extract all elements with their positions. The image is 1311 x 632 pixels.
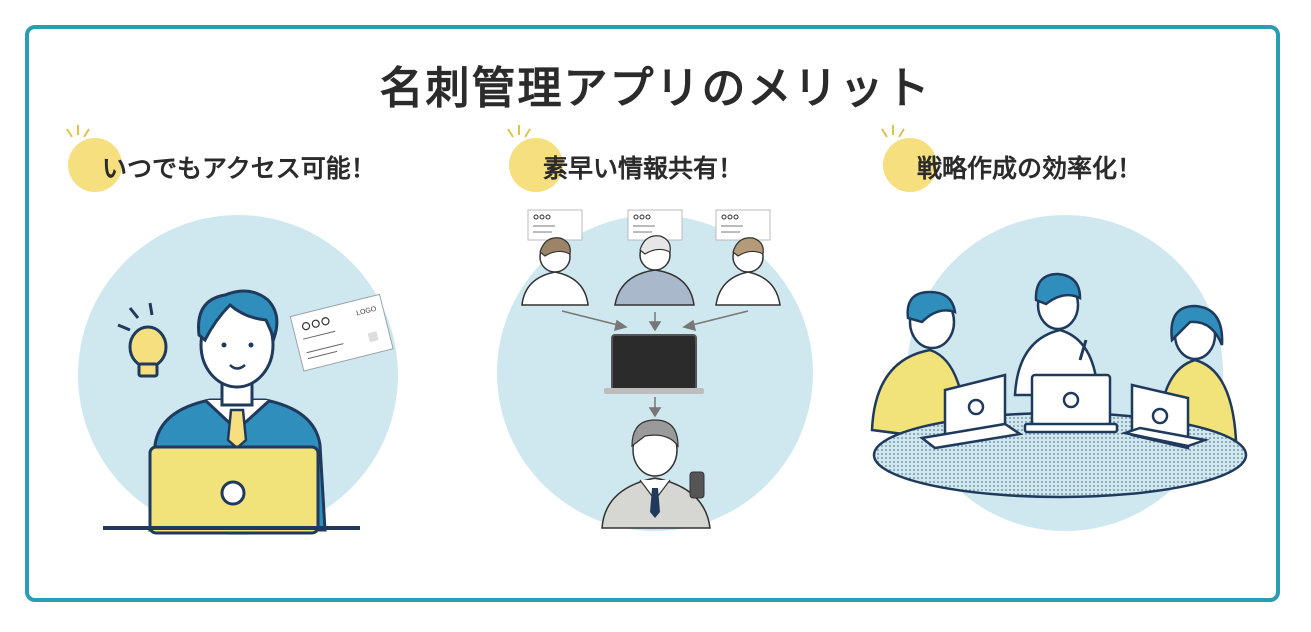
sparkle-icon — [507, 125, 531, 138]
business-card: LOGO — [289, 293, 394, 372]
benefit-heading-strategy: 戦略作成の効率化！ — [881, 125, 1142, 192]
colleague-figure — [614, 235, 695, 306]
flow-arrows — [561, 310, 749, 418]
colleague-figure — [521, 237, 589, 306]
laptop-icon — [1023, 373, 1119, 434]
person-with-phone — [601, 419, 711, 529]
benefit-heading-sharing: 素早い情報共有！ — [507, 125, 743, 192]
colleague-figure — [870, 290, 967, 442]
illustration-strategy — [870, 215, 1248, 531]
business-card — [715, 209, 771, 241]
laptop-icon — [604, 334, 704, 394]
sparkle-icon — [881, 125, 905, 138]
sparkle-icon — [66, 125, 90, 138]
illustration-access: LOGO — [78, 215, 398, 535]
highlight-dot — [509, 138, 563, 192]
laptop-icon — [918, 373, 1024, 450]
highlight-dot — [883, 138, 937, 192]
illustration-sharing — [497, 209, 813, 531]
laptop-icon — [103, 445, 360, 535]
benefit-heading-access: いつでもアクセス可能！ — [66, 125, 376, 192]
page-title: 名刺管理アプリのメリット — [379, 63, 932, 114]
colleague-figure — [715, 237, 781, 306]
business-card — [527, 209, 583, 241]
lightbulb-icon — [117, 302, 168, 378]
laptop-icon — [1120, 383, 1210, 450]
card-logo: LOGO — [356, 306, 378, 318]
business-card — [627, 209, 683, 241]
highlight-dot — [68, 138, 122, 192]
